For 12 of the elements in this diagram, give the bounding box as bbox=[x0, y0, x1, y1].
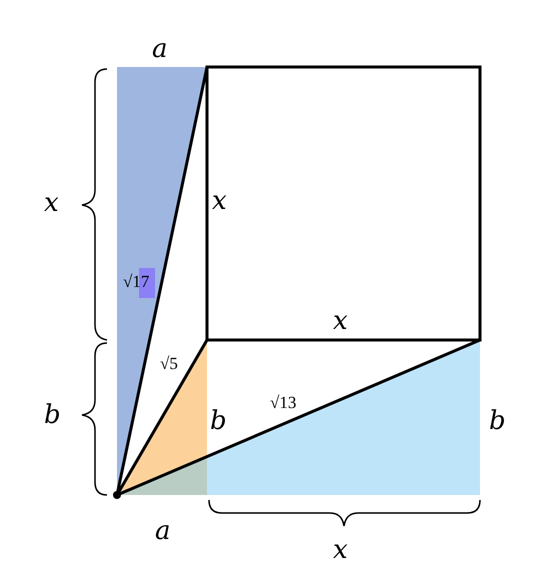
variable-label: b bbox=[210, 408, 227, 434]
variable-label: x bbox=[333, 537, 348, 563]
variable-label: x bbox=[44, 190, 59, 216]
length-label: √17 bbox=[123, 273, 150, 290]
length-label: √13 bbox=[270, 394, 296, 411]
variable-label: b bbox=[44, 402, 61, 428]
variable-label: x bbox=[333, 308, 348, 334]
variable-label: a bbox=[155, 518, 171, 544]
variable-label: x bbox=[212, 188, 227, 214]
variable-label: a bbox=[152, 36, 168, 62]
length-label: √5 bbox=[160, 355, 178, 372]
variable-label: b bbox=[489, 408, 506, 434]
